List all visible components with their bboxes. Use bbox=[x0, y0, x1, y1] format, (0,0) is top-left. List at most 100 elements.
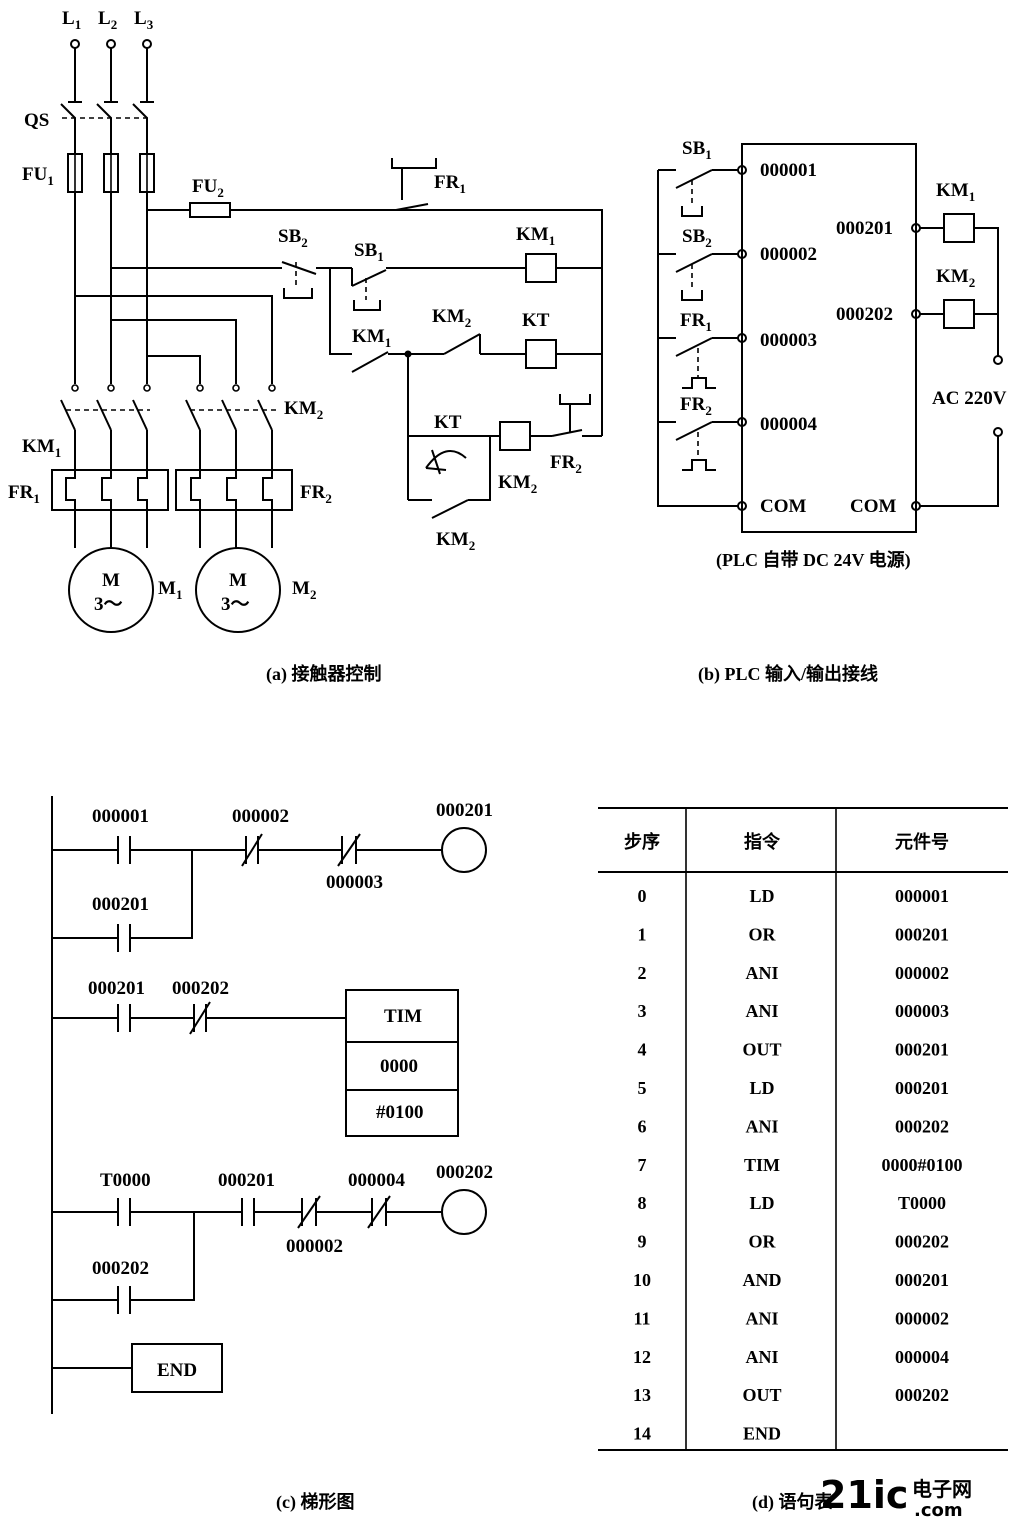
km2-main-contacts bbox=[185, 384, 276, 460]
lbl-r1c: 000003 bbox=[326, 872, 383, 893]
coil-000202 bbox=[441, 1189, 487, 1235]
label-out-km2: KM2 bbox=[936, 266, 975, 290]
label-com-out: COM bbox=[850, 496, 897, 517]
addr-000202: 000202 bbox=[836, 304, 893, 325]
panel-b-plc-wiring: SB1 SB2 FR1 FR2 000001 000002 000003 000… bbox=[657, 138, 1007, 571]
plc-box bbox=[741, 143, 917, 533]
table-cell: 14 bbox=[633, 1424, 651, 1444]
fr1-contact-top bbox=[395, 203, 429, 211]
control-bus-top bbox=[147, 209, 603, 436]
contact-t0000 bbox=[117, 1198, 131, 1226]
kt-delay-contact bbox=[425, 449, 467, 475]
terminal-l1 bbox=[70, 39, 80, 49]
table-cell: 000201 bbox=[895, 1040, 949, 1060]
label-km2-nc: KM2 bbox=[432, 306, 471, 330]
table-cell: ANI bbox=[745, 963, 778, 983]
terminal-l3 bbox=[142, 39, 152, 49]
label-km2-coil: KM2 bbox=[498, 472, 537, 496]
lbl-r3d: 000004 bbox=[348, 1170, 406, 1191]
lbl-r3c: 000002 bbox=[286, 1236, 343, 1257]
contact-000002-nc bbox=[241, 833, 263, 867]
table-cell: 6 bbox=[638, 1116, 647, 1136]
label-fu1: FU1 bbox=[22, 164, 54, 188]
contact-000201-parallel bbox=[117, 924, 131, 952]
table-cell: 000201 bbox=[895, 1270, 949, 1290]
lbl-r1b: 000002 bbox=[232, 806, 289, 827]
motor-m1-phase: 3～ bbox=[94, 594, 123, 615]
table-cell: 000004 bbox=[895, 1347, 949, 1367]
coil-km2 bbox=[499, 421, 531, 451]
table-cell: 9 bbox=[638, 1232, 647, 1252]
table-cell: 000201 bbox=[895, 1078, 949, 1098]
coil-000201 bbox=[441, 827, 487, 873]
contact-000002-r3-nc bbox=[297, 1195, 321, 1229]
table-cell: ANI bbox=[745, 1001, 778, 1021]
lbl-r2b: 000202 bbox=[172, 978, 229, 999]
table-cell: 0000#0100 bbox=[882, 1155, 963, 1175]
table-cell: 11 bbox=[633, 1308, 650, 1328]
caption-b: (b) PLC 输入/输出接线 bbox=[698, 663, 878, 685]
note-plc-power: (PLC 自带 DC 24V 电源) bbox=[716, 549, 911, 571]
label-fu2: FU2 bbox=[192, 176, 224, 200]
lbl-r1coil: 000201 bbox=[436, 800, 493, 821]
label-fr2-element: FR2 bbox=[300, 482, 332, 506]
label-ac220v: AC 220V bbox=[932, 388, 1007, 409]
table-header: 步序指令元件号 bbox=[624, 831, 949, 852]
fr2-nc-contact bbox=[551, 394, 591, 437]
label-l2: L2 bbox=[98, 8, 117, 32]
table-cell: T0000 bbox=[898, 1193, 946, 1213]
table-cell: END bbox=[743, 1424, 781, 1444]
label-com-in: COM bbox=[760, 496, 807, 517]
motor-m1-symbol: M bbox=[102, 570, 120, 591]
lbl-r1a: 000001 bbox=[92, 806, 149, 827]
contact-000202-nc bbox=[189, 1001, 211, 1035]
label-fr2-contact: FR2 bbox=[550, 452, 582, 476]
sb2-contact bbox=[281, 261, 317, 275]
lbl-r3a: T0000 bbox=[100, 1170, 151, 1191]
sb1-button bbox=[353, 300, 381, 311]
label-kt-contact: KT bbox=[434, 412, 462, 433]
m2-branch-wires bbox=[75, 295, 273, 384]
table-cell: 4 bbox=[638, 1040, 647, 1060]
caption-a: (a) 接触器控制 bbox=[266, 663, 382, 685]
lbl-r3coil: 000202 bbox=[436, 1162, 493, 1183]
panel-a-contactor-control: L1 L2 L3 QS FU1 FU2 FR1 SB2 bbox=[8, 8, 603, 633]
lbl-r1p: 000201 bbox=[92, 894, 149, 915]
table-cell: ANI bbox=[745, 1347, 778, 1367]
contact-000201-r3 bbox=[241, 1198, 255, 1226]
label-m1: M1 bbox=[158, 578, 182, 602]
motor-m1 bbox=[68, 547, 154, 633]
main-bus bbox=[74, 192, 148, 384]
end-block bbox=[131, 1343, 223, 1393]
input-common-wiring bbox=[657, 169, 738, 507]
label-qs: QS bbox=[24, 110, 49, 131]
table-cell: 000002 bbox=[895, 963, 949, 983]
sb2-button bbox=[283, 288, 313, 299]
km1-main-contacts bbox=[60, 384, 151, 460]
contact-000003-nc bbox=[337, 833, 361, 867]
table-cell: TIM bbox=[744, 1155, 780, 1175]
coil-km1 bbox=[525, 253, 557, 283]
label-m2: M2 bbox=[292, 578, 316, 602]
table-cell: 12 bbox=[633, 1347, 651, 1367]
addr-000002: 000002 bbox=[760, 244, 817, 265]
table-cell: 3 bbox=[638, 1001, 647, 1021]
qs-switch-blades bbox=[60, 103, 148, 119]
table-cell: OR bbox=[749, 924, 777, 944]
input-buttons bbox=[681, 206, 703, 301]
contact-000004-nc bbox=[367, 1195, 391, 1229]
input-thermal-symbols bbox=[682, 377, 716, 471]
watermark-cn: 电子网 bbox=[912, 1477, 972, 1501]
motor-m2-symbol: M bbox=[229, 570, 247, 591]
contact-000001 bbox=[117, 836, 131, 864]
table-cell: ANI bbox=[745, 1116, 778, 1136]
motor-m2 bbox=[195, 547, 281, 633]
label-km1-coil: KM1 bbox=[516, 224, 555, 248]
table-cell: 5 bbox=[638, 1078, 647, 1098]
label-sb1: SB1 bbox=[354, 240, 384, 264]
table-cell: 0 bbox=[638, 886, 647, 906]
table-cell: 000002 bbox=[895, 1308, 949, 1328]
km2-nc-contact bbox=[443, 333, 481, 355]
